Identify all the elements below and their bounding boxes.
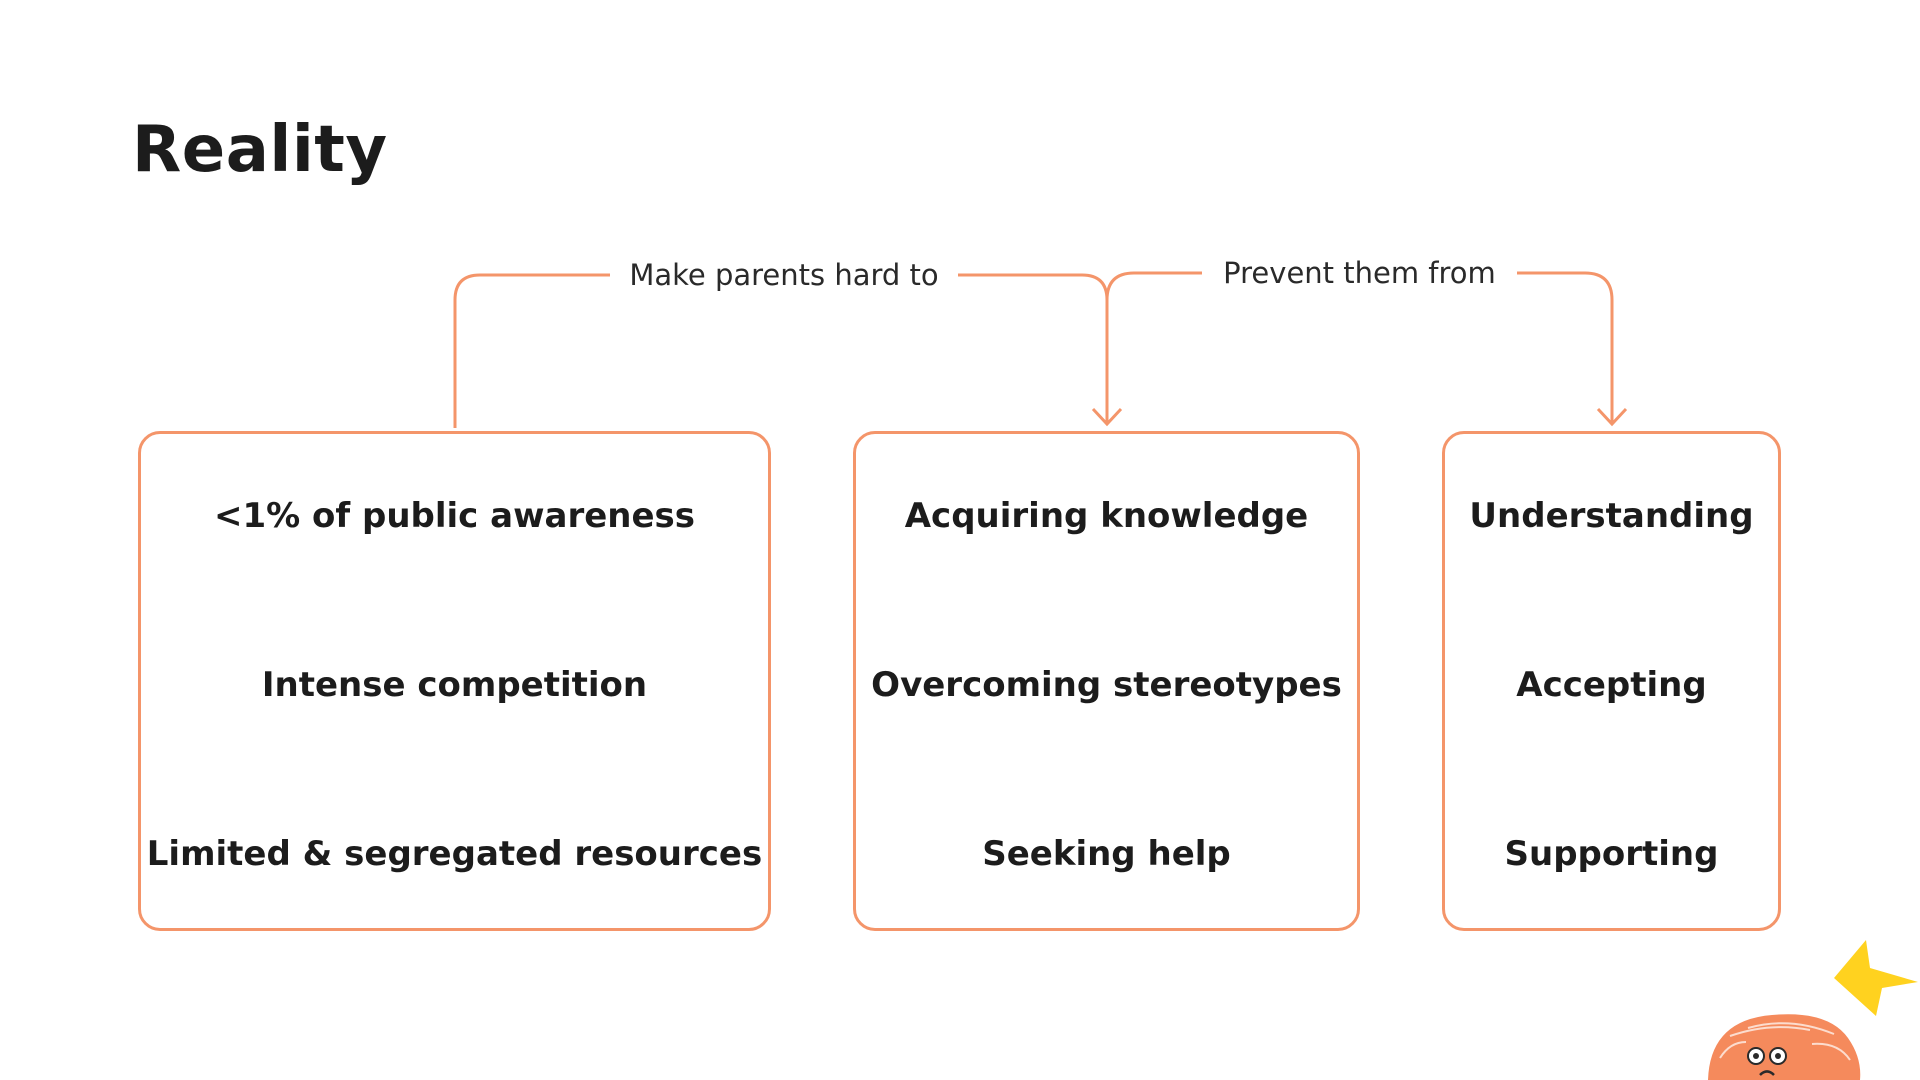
box-item: <1% of public awareness: [213, 496, 696, 536]
crown-icon: [1834, 940, 1918, 1016]
page-title: Reality: [132, 113, 388, 187]
box-item: Supporting: [1504, 834, 1719, 874]
box-item: Limited & segregated resources: [146, 834, 763, 874]
connector-make-parents: [453, 273, 1109, 428]
connector-prevent-them: [1105, 271, 1614, 423]
hard-to-box: Acquiring knowledge Overcoming stereotyp…: [853, 431, 1360, 931]
mascot-icon: [1708, 940, 1918, 1080]
prevented-box: Understanding Accepting Supporting: [1442, 431, 1781, 931]
box-item: Understanding: [1469, 496, 1754, 536]
edge-label-prevent-them-from: Prevent them from: [1223, 256, 1496, 290]
box-item: Overcoming stereotypes: [871, 665, 1342, 705]
box-item: Seeking help: [982, 834, 1231, 874]
causes-box: <1% of public awareness Intense competit…: [138, 431, 771, 931]
box-item: Acquiring knowledge: [904, 496, 1309, 536]
arrowhead-box-2: [1091, 407, 1123, 427]
arrowhead-box-3: [1596, 407, 1628, 427]
edge-label-make-parents-hard-to: Make parents hard to: [629, 258, 939, 292]
box-item: Accepting: [1516, 665, 1707, 705]
box-item: Intense competition: [261, 665, 648, 705]
